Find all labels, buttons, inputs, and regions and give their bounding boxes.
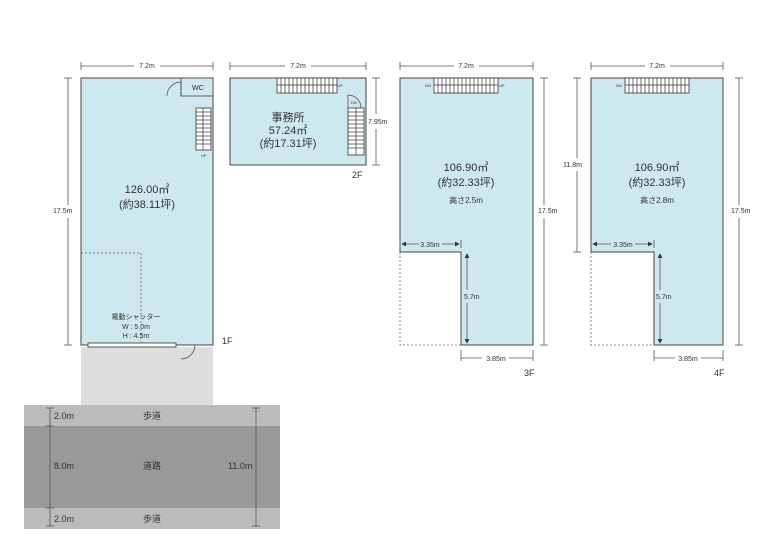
floor1-stair [195,107,212,151]
road-label: 道路 [143,460,161,471]
floor4-height: 高さ2.8m [640,195,674,205]
floor4-area: 106.90㎡ [635,161,680,174]
floor2-top-stair [276,77,338,94]
floor-3: 7.2m 17.5m DN UP 106. [399,62,558,378]
floor3-area: 106.90㎡ [444,161,489,174]
floor1-shutter-zone [81,252,142,342]
floor2-stair-dn: DN [351,100,357,105]
road-width-dim: 8.0m [54,461,74,471]
floor3-height: 高さ2.5m [449,195,483,205]
floor4-cut-depth: 5.7m [656,294,672,301]
floor4-stair [624,77,690,94]
floor3-room [399,77,534,346]
approach-area [81,347,213,405]
floor3-bottom-width: 3.85m [486,356,506,363]
sidewalk-top [24,405,280,426]
floor1-shutter-width: W : 5.0m [122,324,150,331]
floor3-width-dim: 7.2m [458,63,474,70]
floor2-tsubo: (約17.31坪) [260,136,317,150]
floor4-label: 4F [714,368,725,378]
floor-1: 7.2m 17.5m WC UP 126.00㎡ (約38.11坪 [53,62,233,360]
floor4-cut-width: 3.35m [613,242,633,249]
floor1-tsubo: (約38.11坪) [119,197,175,211]
road-total-dim: 11.0m [228,461,252,471]
floor1-shutter-height: H : 4.5m [123,333,150,340]
floor2-label: 2F [352,170,363,180]
floor1-wc-label: WC [192,85,204,92]
road-strip [24,426,280,508]
floor3-stair-dn: DN [425,83,431,88]
floor3-cut-depth: 5.7m [464,294,480,301]
sidewalk-top-label: 歩道 [143,410,161,421]
wc-door [166,81,182,97]
floor2-area: 57.24㎡ [269,124,308,137]
floor1-area: 126.00㎡ [125,183,170,196]
floor3-label: 3F [524,368,535,378]
floor3-tsubo: (約32.33坪) [438,175,495,189]
floor3-stair-up: UP [499,83,505,88]
floor4-room [590,77,724,346]
floor2-width-dim: 7.2m [290,63,306,70]
road-area: 2.0m 8.0m 2.0m 歩道 道路 歩道 11.0m [24,347,280,529]
floor1-depth-dim: 17.5m [53,208,73,215]
floor2-right-stair [347,107,365,156]
sidewalk-top-dim: 2.0m [54,411,74,421]
floor2-door [347,94,362,109]
floor4-depth-dim: 17.5m [731,208,751,215]
floor1-width-dim: 7.2m [139,63,155,70]
floor1-label: 1F [222,336,233,346]
sidewalk-bottom-dim: 2.0m [54,514,74,524]
floor4-width-dim: 7.2m [649,63,665,70]
floor2-stair-up: UP [337,83,343,88]
floor4-upper-depth: 11.8m [563,162,582,169]
floor3-cutout [399,252,461,346]
floor4-tsubo: (約32.33坪) [629,175,686,189]
floor4-cutout [590,252,654,346]
floor2-depth-dim: 7.95m [368,119,388,126]
floor2-room-name: 事務所 [272,110,305,124]
floor3-cut-width: 3.35m [420,242,440,249]
floor-2: 7.2m 7.95m UP [229,62,388,180]
floor4-bottom-width: 3.85m [678,356,698,363]
shutter-bar [87,342,177,348]
entrance-door [180,344,196,360]
sidewalk-bottom-label: 歩道 [143,513,161,524]
floor-4: 7.2m 11.8m 17.5m [563,62,751,378]
floor4-stair-dn: DN [616,83,622,88]
floor1-stair-up: UP [201,153,207,158]
floor1-room [80,77,214,346]
floor3-depth-dim: 17.5m [538,208,558,215]
sidewalk-bottom [24,508,280,529]
floor3-stair [433,77,499,94]
floor1-shutter-label: 電動シャッター [112,312,161,321]
